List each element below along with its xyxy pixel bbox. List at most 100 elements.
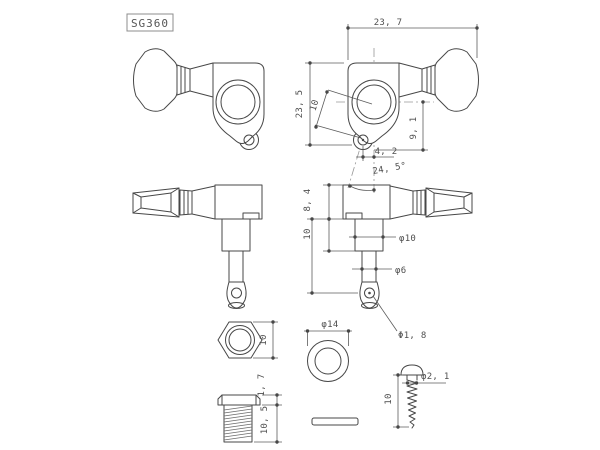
collar-outline: [179, 189, 193, 216]
dim-center-to-plate-bottom: 9, 1: [374, 100, 428, 152]
dim-washer-diameter: φ14: [304, 320, 352, 346]
dim-dot: [271, 320, 275, 324]
mount-hole: [357, 134, 369, 146]
dim-screw-hole-offset: 10: [309, 89, 373, 139]
string-post: [361, 250, 377, 283]
bushing-head: [217, 394, 261, 406]
dim-housing-depth: 8, 4: [303, 183, 343, 221]
washer-side-outline: [311, 417, 359, 426]
dim-housing-depth-label: 8, 4: [303, 189, 313, 212]
hex-nut-view: 10: [217, 320, 278, 360]
string-hole-center: [368, 291, 371, 295]
gear-cover-inner: [356, 84, 392, 120]
dim-dot: [421, 148, 425, 152]
hex-nut-hole: [228, 328, 252, 352]
dim-dot: [327, 217, 331, 221]
dim-overall-width: 23, 7: [346, 18, 479, 60]
dim-dot: [372, 155, 376, 159]
dim-bushing-diameter-label: φ10: [399, 234, 416, 244]
dim-bushing-diameter: φ10: [349, 234, 416, 244]
gear-cover-outer: [351, 79, 397, 125]
post-tip-end: [228, 302, 245, 309]
dim-lines: [347, 24, 478, 60]
dim-dot: [374, 267, 378, 271]
dim-string-hole-diameter: Φ1, 8: [372, 295, 426, 341]
dim-dot: [361, 155, 365, 159]
dim-post-diameter: φ6: [352, 266, 406, 276]
dim-dot: [310, 217, 314, 221]
dim-nut-height: 10: [253, 320, 278, 360]
dim-dot: [308, 143, 312, 147]
dim-dot: [414, 381, 419, 385]
knob-outline: [434, 48, 479, 112]
shaft-taper: [189, 62, 214, 98]
screw-head: [399, 364, 425, 376]
dim-lines: [304, 330, 352, 346]
gear-cover-outer: [215, 79, 261, 125]
washer-inner: [314, 347, 342, 375]
collar-rings: [183, 190, 189, 215]
dim-dot: [275, 393, 279, 397]
dim-nut-height-label: 10: [259, 334, 269, 345]
centerline-diagonal: [347, 101, 375, 189]
dim-lines: [254, 394, 282, 443]
dim-screw-length: 10: [384, 373, 409, 429]
dim-center-to-plate-bottom-label: 9, 1: [409, 117, 419, 140]
plate-step: [345, 212, 363, 220]
dim-bushing-thread-length-label: 10, 5: [260, 406, 270, 435]
dim-dot: [405, 381, 410, 385]
collar-outline: [412, 189, 426, 216]
dim-lines: [374, 102, 428, 151]
collar-rings: [416, 190, 422, 215]
shaft-taper: [398, 62, 423, 98]
collar-rings: [180, 66, 186, 94]
string-post: [228, 250, 244, 283]
dim-dot: [396, 425, 400, 429]
dim-dot: [327, 249, 331, 253]
dim-screw-diameter-label: φ2, 1: [421, 372, 450, 382]
side-view-right: 8, 4 10 φ10 φ6 Φ1, 8: [303, 183, 473, 341]
dim-dot: [275, 440, 279, 444]
shaft-taper: [389, 185, 414, 220]
dim-lines: [323, 184, 343, 219]
dim-overall-height-label: 23, 5: [295, 90, 305, 119]
housing-outline: [347, 62, 400, 144]
bushing-thread-hatch: [223, 405, 253, 441]
dim-lines: [314, 89, 373, 139]
dim-screw-diameter: φ2, 1: [402, 372, 450, 385]
dim-dot: [475, 26, 479, 30]
dim-bushing-length-label: 10: [303, 228, 313, 239]
dim-bushing-head-height: 1, 7 10, 5: [254, 374, 282, 444]
dim-dot: [314, 125, 318, 129]
collar-outline: [421, 64, 436, 96]
dim-dot: [305, 329, 310, 333]
hex-nut-outline: [217, 321, 263, 359]
mount-hole-center: [361, 138, 365, 142]
front-view-right: 23, 7 23, 5 10 9, 1 4, 2: [295, 18, 479, 196]
dim-screw-hole-angle: 24, 5°: [348, 161, 407, 192]
dim-lines: [307, 219, 358, 294]
wood-screw-view: 10 φ2, 1: [384, 364, 450, 429]
dim-bushing-length: 10: [303, 217, 355, 253]
bushing-section: [221, 218, 251, 252]
dim-dot: [308, 61, 312, 65]
mount-hole: [243, 134, 255, 146]
knob-outline: [133, 48, 178, 112]
dim-dot: [353, 235, 357, 239]
dim-screw-hole-x-offset-label: 4, 2: [375, 147, 398, 157]
dim-dot: [271, 356, 275, 360]
dim-dot: [310, 291, 314, 295]
dim-post-length-line: [307, 217, 358, 295]
washer-view: φ14: [304, 320, 352, 382]
dim-overall-height: 23, 5: [295, 61, 352, 147]
bushing-section: [354, 218, 384, 252]
bushing-head-chamfers: [221, 394, 257, 406]
dim-dot: [381, 235, 385, 239]
screw-bushing-view: 1, 7 10, 5: [217, 374, 282, 444]
washer-side-view: [311, 417, 359, 426]
dim-screw-hole-x-offset: 4, 2: [356, 146, 397, 161]
dim-washer-diameter-label: φ14: [321, 320, 338, 330]
side-view-left: [132, 184, 263, 309]
